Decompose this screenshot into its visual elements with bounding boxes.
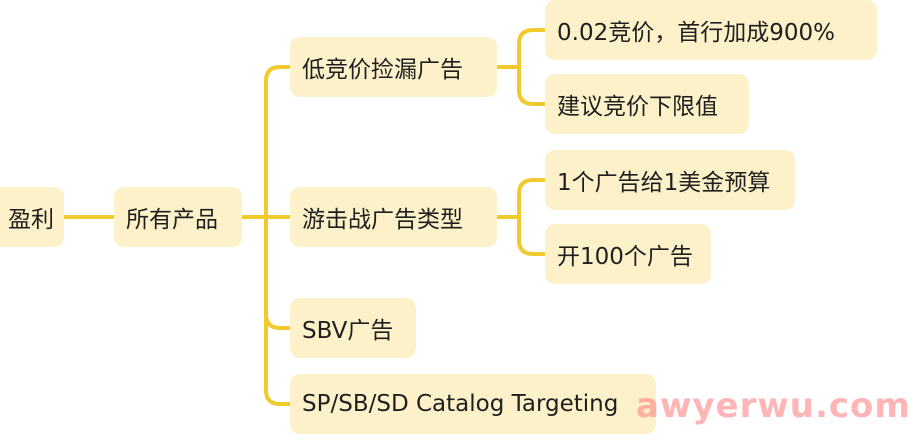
hundred-ads-node[interactable]: 开100个广告 [545,224,711,284]
connector-to-catalog [264,388,292,406]
guerrilla-ads-label: 游击战广告类型 [302,207,463,233]
catalog-targeting-label: SP/SB/SD Catalog Targeting [302,391,619,417]
suggested-bid-node[interactable]: 建议竞价下限值 [545,74,749,134]
bid-900-node[interactable]: 0.02竞价，首行加成900% [545,0,877,60]
connector-to-sbv [264,312,292,330]
bid-900-label: 0.02竞价，首行加成900% [557,20,835,46]
root-node[interactable]: 盈利 [0,187,64,247]
all-products-label: 所有产品 [126,207,218,233]
low-bid-ads-label: 低竞价捡漏广告 [302,57,463,83]
watermark: awyerwu.com [636,386,909,426]
sbv-ads-label: SBV广告 [302,318,394,344]
sbv-ads-node[interactable]: SBV广告 [290,298,416,358]
hundred-ads-label: 开100个广告 [557,244,693,270]
root-label: 盈利 [8,207,54,233]
connector-to-bid-900 [517,28,547,69]
connector-to-one-dollar [517,178,547,219]
low-bid-ads-node[interactable]: 低竞价捡漏广告 [290,37,497,97]
connector-to-low-bid [264,65,292,83]
one-dollar-budget-node[interactable]: 1个广告给1美金预算 [545,150,795,210]
guerrilla-ads-node[interactable]: 游击战广告类型 [290,187,497,247]
one-dollar-budget-label: 1个广告给1美金预算 [557,170,771,196]
catalog-targeting-node[interactable]: SP/SB/SD Catalog Targeting [290,374,656,434]
connector-to-hundred-ads [517,215,547,256]
all-products-node[interactable]: 所有产品 [114,187,242,247]
connector-to-suggested-bid [517,65,547,106]
suggested-bid-label: 建议竞价下限值 [557,94,718,120]
